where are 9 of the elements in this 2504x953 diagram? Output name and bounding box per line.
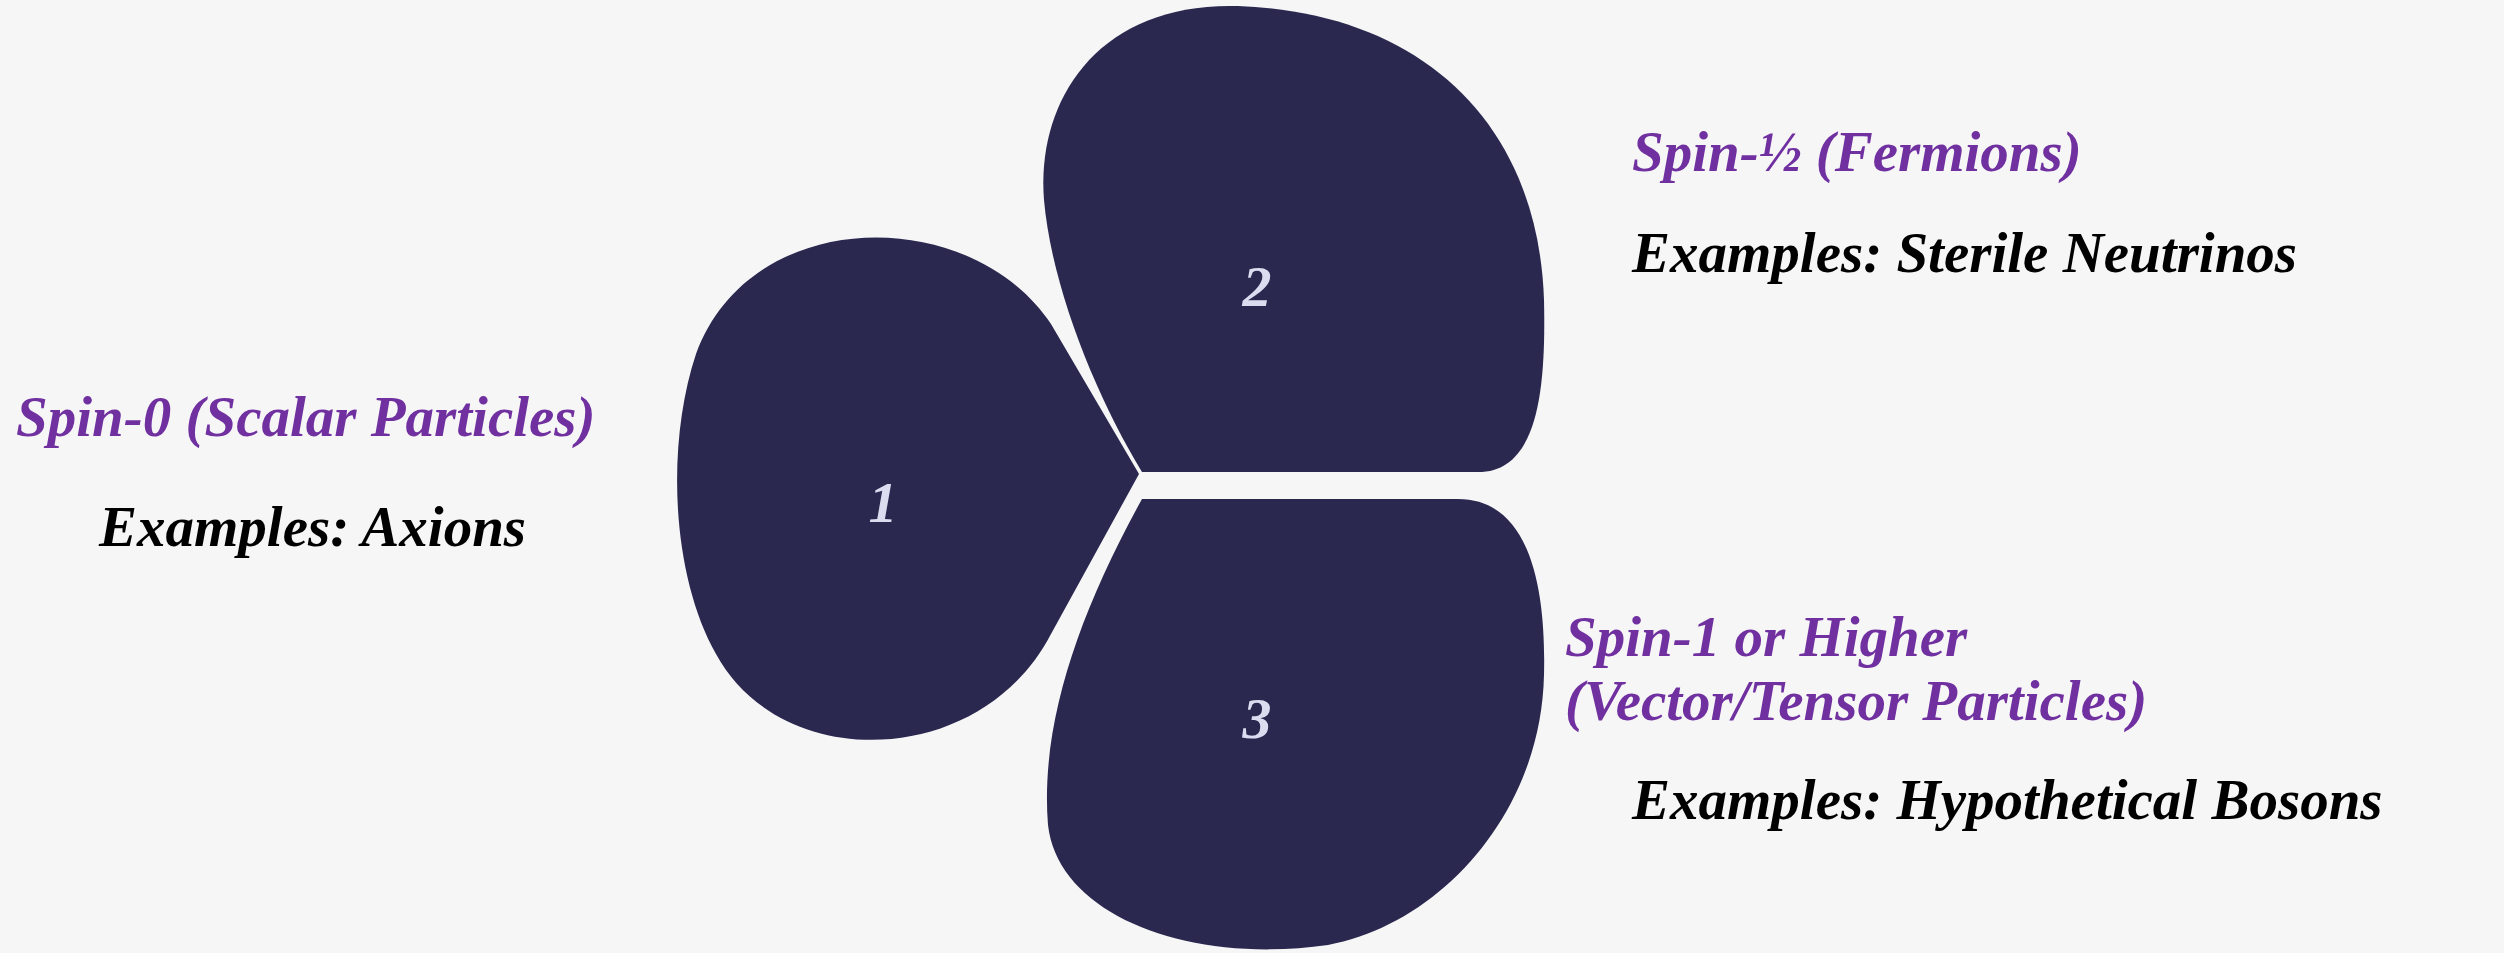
petal-number: 2 (1242, 258, 1272, 316)
petal-number: 1 (868, 474, 898, 532)
category-heading: Spin-0 (Scalar Particles) (16, 385, 596, 449)
examples-text: Examples: Axions (99, 495, 527, 559)
examples-text: Examples: Sterile Neutrinos (1632, 221, 2298, 285)
category-heading: Spin-½ (Fermions) (1632, 120, 2082, 184)
examples-text: Examples: Hypothetical Bosons (1632, 768, 2383, 832)
petal-number: 3 (1242, 690, 1272, 748)
category-heading: Spin-1 or Higher (Vector/Tensor Particles) (1565, 605, 2149, 733)
